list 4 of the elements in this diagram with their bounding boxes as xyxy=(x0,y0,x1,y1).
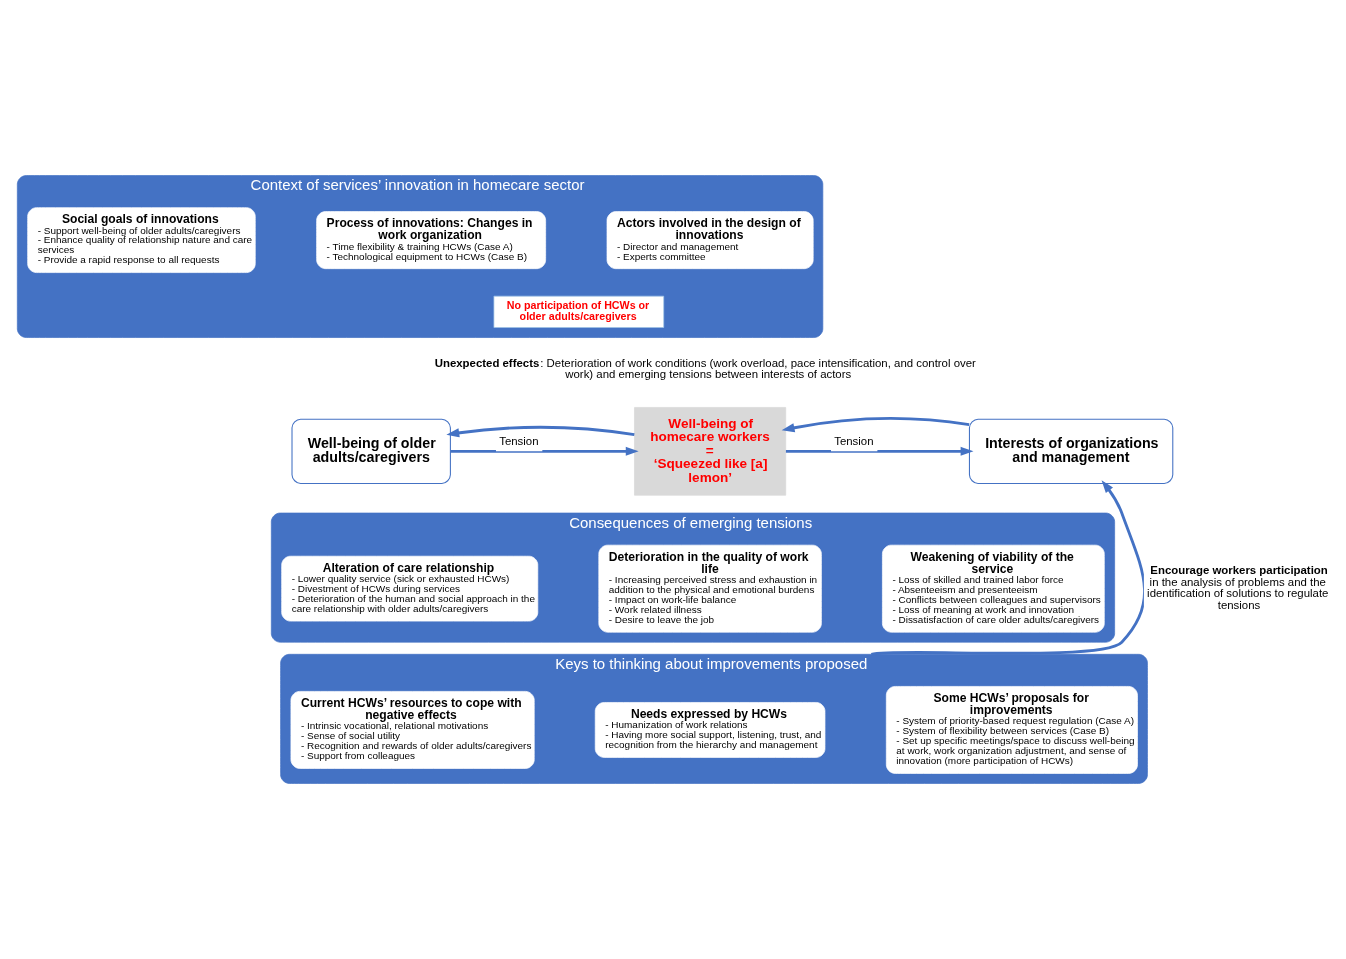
label: Unexpected effects: Deterioration of work conditions (work overload, pace intensification, and control over work) and emerging tensions between interests of actors xyxy=(434,356,976,381)
edge-label: Tension xyxy=(499,434,539,447)
edge-label: Tension xyxy=(834,434,874,447)
edge-label: Encourage workers participation in the analysis of problems and the identification of solutions to regulate tensions xyxy=(1147,564,1329,611)
